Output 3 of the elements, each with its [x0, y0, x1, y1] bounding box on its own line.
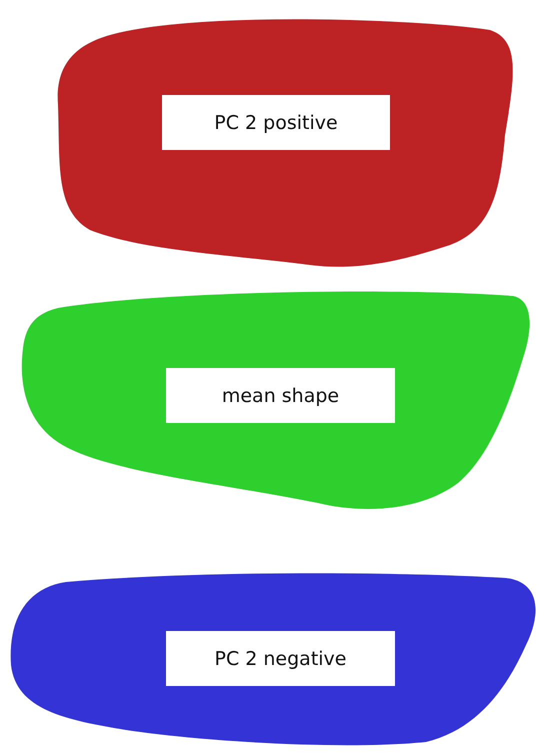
shape-label: mean shape	[166, 368, 395, 423]
shape-label: PC 2 positive	[162, 95, 390, 150]
shape-label: PC 2 negative	[166, 631, 395, 686]
